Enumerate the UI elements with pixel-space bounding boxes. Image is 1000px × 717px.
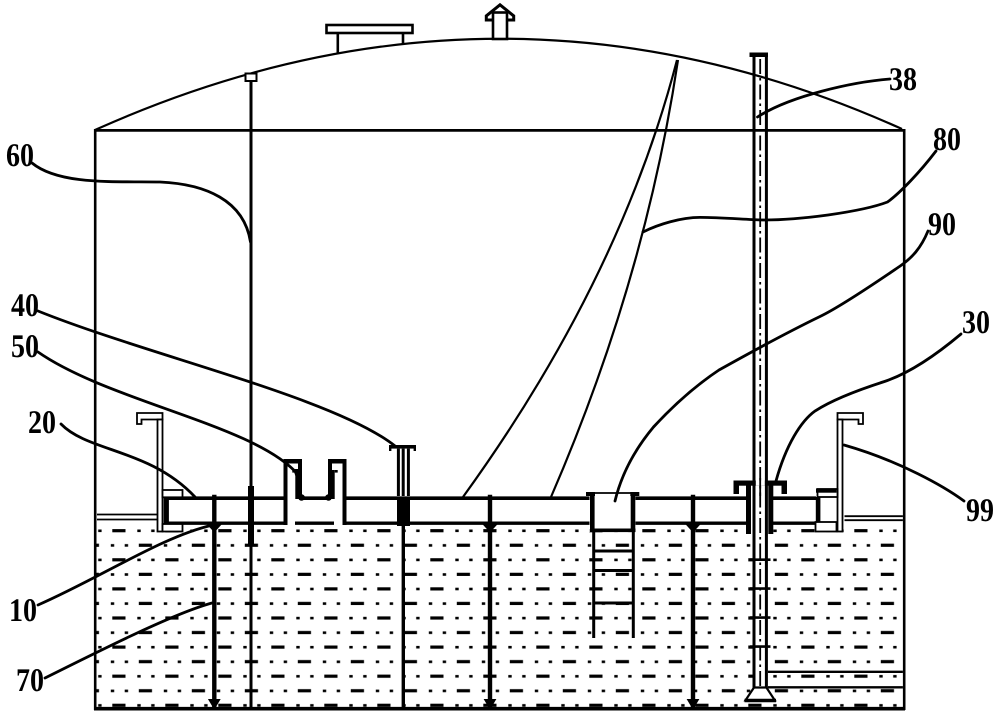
svg-text:20: 20 <box>28 405 56 441</box>
svg-text:40: 40 <box>11 288 39 324</box>
svg-text:90: 90 <box>928 207 956 243</box>
svg-text:99: 99 <box>966 493 994 529</box>
svg-text:60: 60 <box>6 138 34 174</box>
svg-text:30: 30 <box>962 305 990 341</box>
svg-text:70: 70 <box>16 663 44 699</box>
svg-text:50: 50 <box>11 329 39 365</box>
svg-text:38: 38 <box>889 62 917 98</box>
svg-text:10: 10 <box>9 593 37 629</box>
svg-text:80: 80 <box>933 122 961 158</box>
